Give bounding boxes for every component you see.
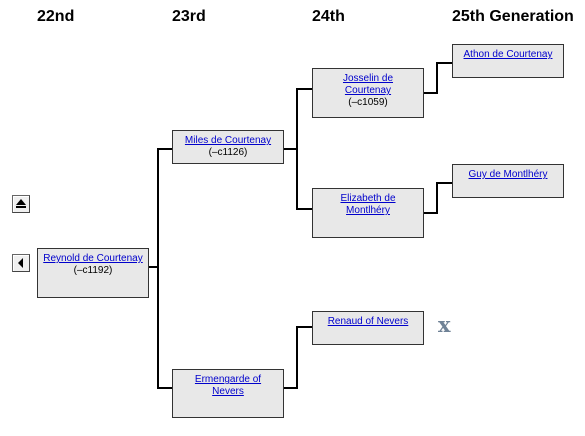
person-link-athon[interactable]: Athon de Courtenay <box>463 49 553 60</box>
header-22nd: 22nd <box>37 8 75 25</box>
connector <box>157 148 159 389</box>
connector <box>296 208 313 210</box>
connector <box>436 182 438 214</box>
connector <box>423 92 437 94</box>
header-23rd: 23rd <box>172 8 206 25</box>
person-link-josselin[interactable]: Josselin de Courtenay <box>342 73 394 96</box>
person-box-athon: Athon de Courtenay <box>452 44 564 78</box>
person-dates: (–c1059) <box>348 97 388 108</box>
back-button[interactable] <box>12 254 30 272</box>
connector <box>157 148 173 150</box>
connector <box>436 62 438 94</box>
person-link-guy[interactable]: Guy de Montlhéry <box>468 169 548 180</box>
connector <box>148 266 158 268</box>
connector <box>296 88 298 210</box>
connector <box>296 88 313 90</box>
person-link-miles[interactable]: Miles de Courtenay <box>184 135 272 146</box>
connector <box>296 326 298 389</box>
person-box-guy: Guy de Montlhéry <box>452 164 564 198</box>
person-box-renaud: Renaud of Nevers <box>312 311 424 345</box>
connector <box>283 148 297 150</box>
person-link-reynold[interactable]: Reynold de Courtenay <box>43 253 143 264</box>
connector <box>157 387 173 389</box>
eject-up-icon <box>16 199 26 208</box>
person-box-elizabeth: Elizabeth de Montlhéry <box>312 188 424 238</box>
connector <box>296 326 313 328</box>
person-box-ermengarde: Ermengarde of Nevers <box>172 369 284 418</box>
left-arrow-icon <box>18 258 23 268</box>
person-box-josselin: Josselin de Courtenay (–c1059) <box>312 68 424 118</box>
header-24th: 24th <box>312 8 345 25</box>
person-link-ermengarde[interactable]: Ermengarde of Nevers <box>194 374 262 397</box>
connector <box>436 62 453 64</box>
person-link-renaud[interactable]: Renaud of Nevers <box>327 316 409 327</box>
person-link-elizabeth[interactable]: Elizabeth de Montlhéry <box>340 193 396 216</box>
person-dates: (–c1126) <box>208 147 248 158</box>
person-dates: (–c1192) <box>73 265 113 276</box>
connector <box>436 182 453 184</box>
up-button[interactable] <box>12 195 30 213</box>
no-parent-x-marker: x <box>438 312 451 337</box>
person-box-reynold: Reynold de Courtenay (–c1192) <box>37 248 149 298</box>
connector <box>283 387 297 389</box>
person-box-miles: Miles de Courtenay (–c1126) <box>172 130 284 164</box>
header-25th-generation: 25th Generation <box>452 8 574 25</box>
connector <box>423 212 437 214</box>
